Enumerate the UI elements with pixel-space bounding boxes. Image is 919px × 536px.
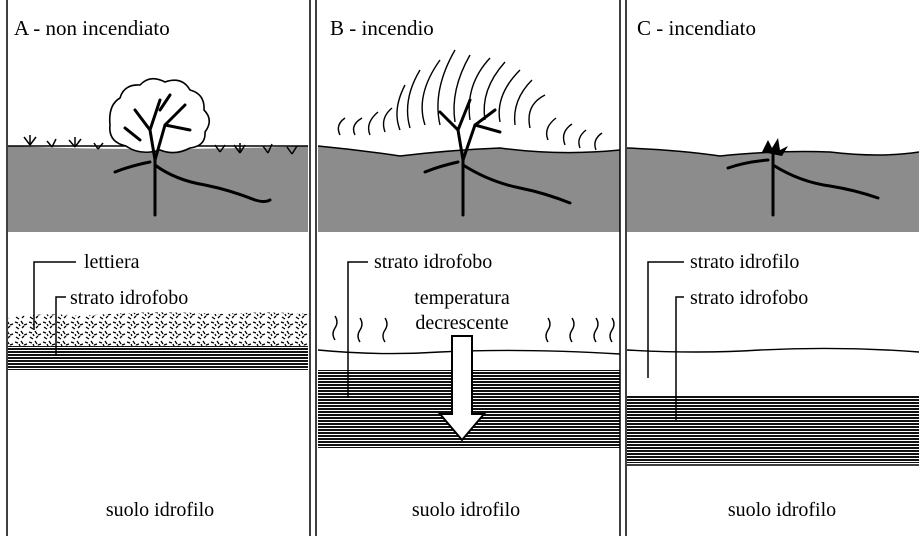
panel-dividers [6,0,627,536]
heat-waves-icon [332,315,615,343]
temperature-arrow-icon [437,335,487,442]
panel-a-bottom-label: suolo idrofilo [106,499,214,521]
panel-c-hydrophilic-label: strato idrofilo [690,251,799,273]
panel-a-hydrophobic-label: strato idrofobo [70,287,188,309]
panel-a-surface-soil [8,146,308,232]
panel-b-decreasing-label: decrescente [415,312,508,334]
grass-tufts-icon [23,135,298,155]
panel-a-leader-lines [33,261,76,356]
panel-b-leader-lines [347,261,368,398]
panel-a-title: A - non incendiato [14,16,170,40]
panel-c-hydrophobic-label: strato idrofobo [690,287,808,309]
flames-icon [337,49,603,151]
panel-b-surface-soil [318,146,620,232]
panel-b-title: B - incendio [330,16,434,40]
panel-a-hydrophobic-band [8,346,308,370]
burnt-stump-icon [762,138,788,156]
panel-a: A - non incendiato lettiera strato idrof… [8,16,308,521]
panel-c-hydrophobic-band [627,395,919,463]
panel-c-bottom-label: suolo idrofilo [728,499,836,521]
panel-b-hydrophobic-label: strato idrofobo [374,251,492,273]
panel-a-litter-label: lettiera [84,251,140,273]
panel-c-surface-line [626,347,919,353]
panel-b: B - incendio strato idrofobo temperatura… [317,16,621,521]
panel-b-temperature-label: temperatura [414,287,510,309]
panel-c: C - incendiato strato idrofilo strato id… [626,16,919,521]
panel-a-litter-layer [8,312,308,346]
panel-b-shrub-branches-icon [438,98,502,162]
panel-b-bottom-label: suolo idrofilo [412,499,520,521]
shrub-roots-icon [113,153,272,217]
shrub-branches-icon [123,93,192,162]
panel-b-surface-line [317,349,621,355]
panel-b-shrub-roots-icon [423,153,572,217]
panel-c-roots-icon [726,153,880,217]
panel-c-title: C - incendiato [637,16,756,40]
panel-c-leader-lines [647,261,684,420]
